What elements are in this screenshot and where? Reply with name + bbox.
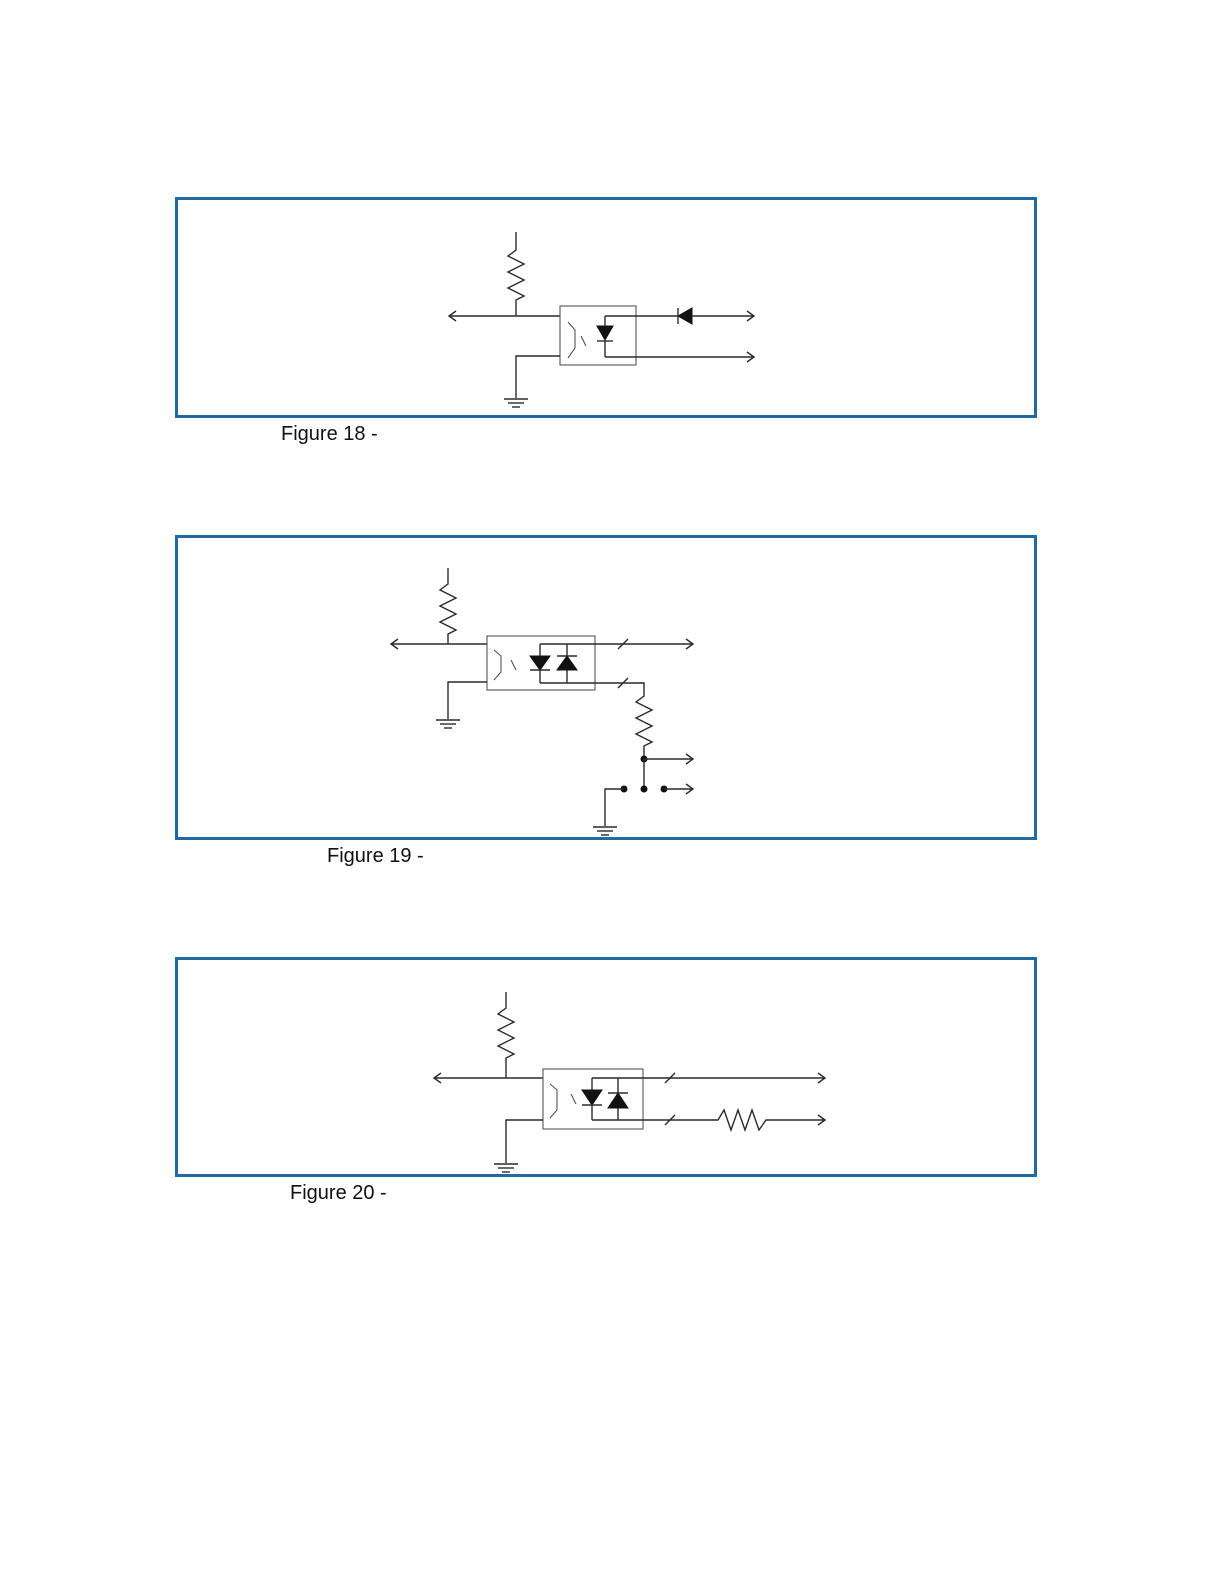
figure-19-frame xyxy=(175,535,1037,840)
output-terminal-arrow xyxy=(391,639,487,649)
input-terminal-arrow xyxy=(643,1073,825,1083)
figure-20-schematic xyxy=(178,960,1040,1180)
input-terminal-arrow xyxy=(595,639,693,649)
series-diode xyxy=(636,308,754,324)
ground-icon xyxy=(593,827,617,835)
led-diode-icon xyxy=(530,656,550,670)
figure-20-caption: Figure 20 - xyxy=(290,1182,387,1205)
pullup-resistor xyxy=(508,232,524,316)
led-diode-icon xyxy=(608,1093,628,1108)
led-diode-icon xyxy=(582,1090,602,1105)
pullup-resistor xyxy=(498,992,514,1078)
optocoupler xyxy=(487,636,595,690)
ground-icon xyxy=(436,682,487,728)
figure-18-caption: Figure 18 - xyxy=(281,423,378,446)
diode-icon xyxy=(678,308,692,324)
output-terminal-arrow xyxy=(449,311,560,321)
series-resistor xyxy=(643,1110,825,1130)
series-resistor xyxy=(595,678,652,758)
jumper-terminals xyxy=(605,754,693,826)
figure-20-frame xyxy=(175,957,1037,1177)
output-terminal-arrow xyxy=(434,1073,543,1083)
led-diode-icon xyxy=(557,656,577,670)
ground-icon xyxy=(494,1120,543,1172)
figure-19-caption: Figure 19 - xyxy=(327,845,424,868)
led-diode-icon xyxy=(597,326,613,340)
optocoupler xyxy=(560,306,636,365)
input-terminal-arrow xyxy=(636,352,754,362)
figure-18-schematic xyxy=(178,200,1040,421)
figure-18-frame xyxy=(175,197,1037,418)
optocoupler xyxy=(543,1069,643,1129)
figure-19-schematic xyxy=(178,538,1040,843)
ground-icon xyxy=(504,356,560,407)
pullup-resistor xyxy=(440,568,456,644)
